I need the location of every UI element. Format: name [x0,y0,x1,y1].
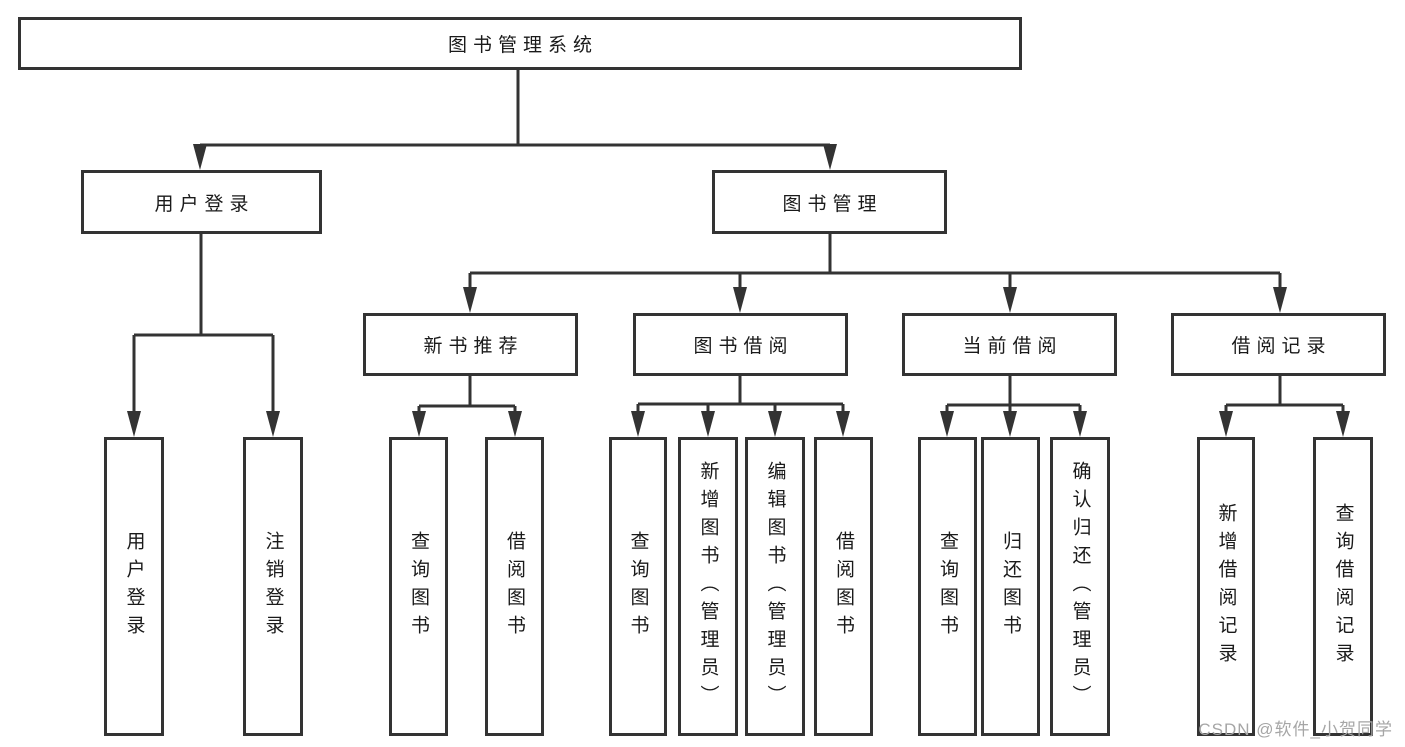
leaf-add-borrow-record: 新增借阅记录 [1197,437,1255,736]
node-current-borrow: 当前借阅 [902,313,1117,376]
node-book-borrow: 图书借阅 [633,313,848,376]
leaf-confirm-return-admin: 确认归还（管理员） [1050,437,1110,736]
leaf-query-borrow-record: 查询借阅记录 [1313,437,1373,736]
leaf-add-books-admin: 新增图书（管理员） [678,437,738,736]
leaf-query-books-borrow: 查询图书 [609,437,667,736]
watermark: CSDN @软件_小贺同学 [1198,720,1393,739]
leaf-borrow-books-recommend: 借阅图书 [485,437,544,736]
leaf-logout: 注销登录 [243,437,303,736]
node-borrow-records: 借阅记录 [1171,313,1386,376]
leaf-borrow-books: 借阅图书 [814,437,873,736]
leaf-user-login: 用户登录 [104,437,164,736]
node-book-management: 图书管理 [712,170,947,234]
leaf-edit-books-admin: 编辑图书（管理员） [745,437,805,736]
leaf-query-books-current: 查询图书 [918,437,977,736]
leaf-return-books: 归还图书 [981,437,1040,736]
node-library-system: 图书管理系统 [18,17,1022,70]
node-user-login: 用户登录 [81,170,322,234]
leaf-query-books-recommend: 查询图书 [389,437,448,736]
node-new-book-recommend: 新书推荐 [363,313,578,376]
